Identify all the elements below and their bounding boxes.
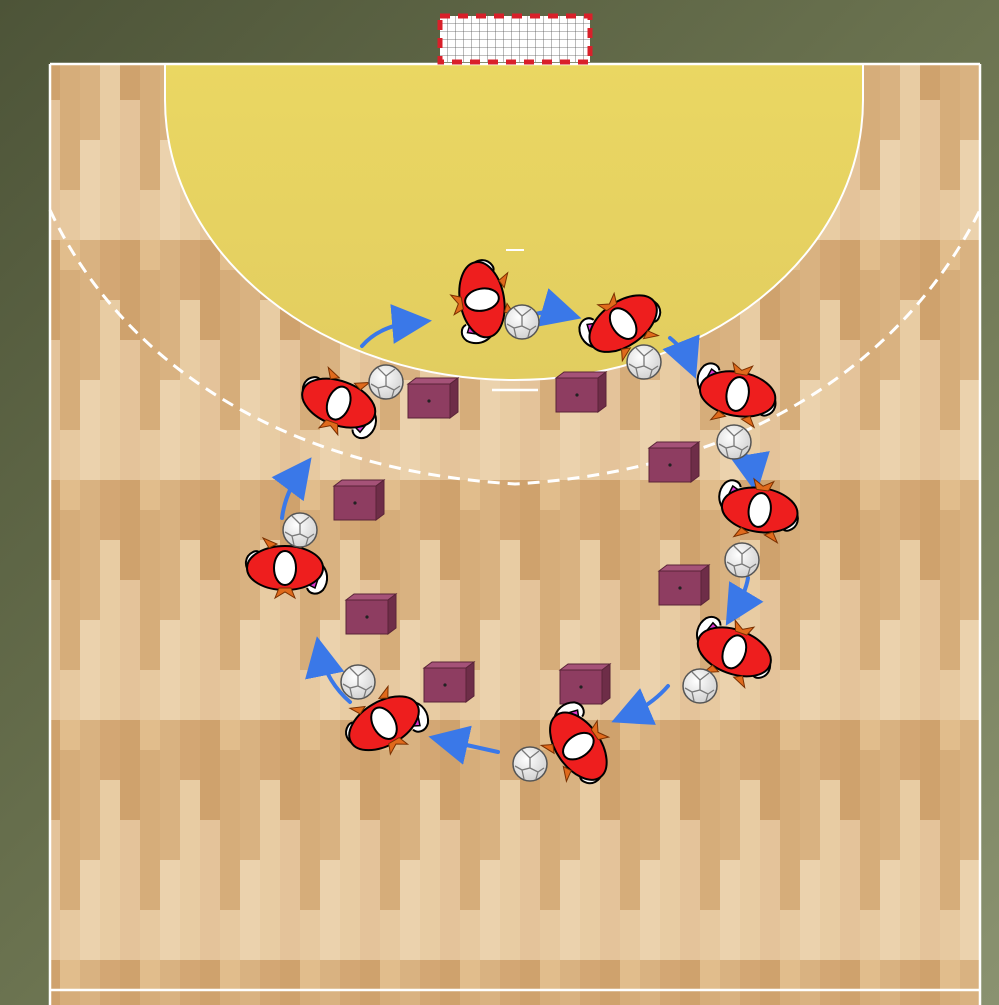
cone-box — [408, 378, 458, 418]
cone-box — [556, 372, 606, 412]
ball — [505, 305, 539, 339]
ball — [627, 345, 661, 379]
ball — [369, 365, 403, 399]
goal — [440, 16, 590, 62]
ball — [683, 669, 717, 703]
ball — [513, 747, 547, 781]
ball — [341, 665, 375, 699]
cone-box — [649, 442, 699, 482]
cone-box — [334, 480, 384, 520]
cone-box — [560, 664, 610, 704]
ball — [725, 543, 759, 577]
ball — [717, 425, 751, 459]
cone-box — [424, 662, 474, 702]
cone-box — [346, 594, 396, 634]
ball — [283, 513, 317, 547]
cone-box — [659, 565, 709, 605]
